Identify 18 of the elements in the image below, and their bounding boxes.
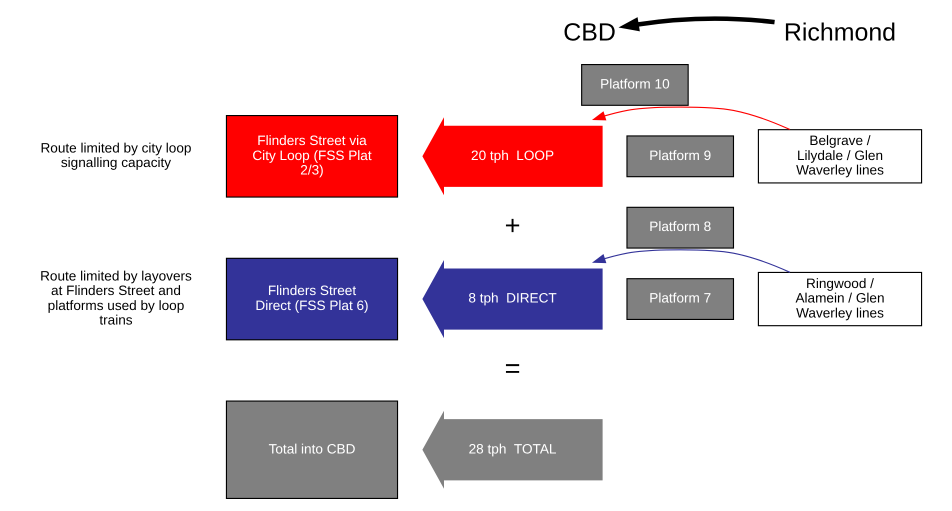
node-box: Flinders Street via City Loop (FSS Plat 2/3) [226,114,398,198]
node-label: Route limited by layovers at Flinders Street and platforms used by loop trains [40,268,192,328]
node-label: Route limited by city loop signalling capacity [40,140,192,170]
node-box: Platform 8 [626,206,734,248]
node-box: Platform 7 [626,278,734,320]
node-box: Platform 9 [626,134,734,177]
node-box: Belgrave / Lilydale / Glen Waverley lines [758,128,922,183]
label: + [504,209,520,240]
node-box: Total into CBD [226,400,398,499]
arrow [592,106,790,130]
node-text: Richmond [784,18,896,46]
label: = [504,352,520,383]
arrow [618,16,775,31]
node-box: Platform 10 [581,63,689,106]
node-box: Ringwood / Alamein / Glen Waverley lines [758,271,922,326]
node-text: CBD [563,18,616,46]
node-box: Flinders Street Direct (FSS Plat 6) [226,257,398,340]
arrow [592,248,790,272]
